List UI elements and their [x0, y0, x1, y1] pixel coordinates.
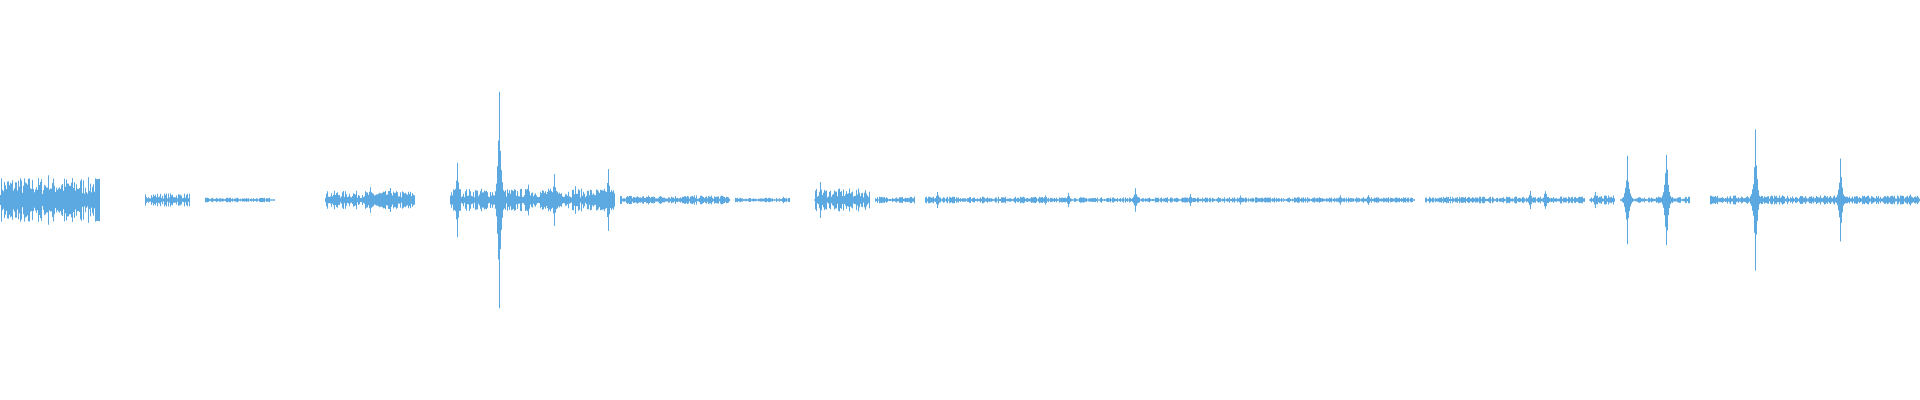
waveform-trace [0, 91, 1920, 309]
